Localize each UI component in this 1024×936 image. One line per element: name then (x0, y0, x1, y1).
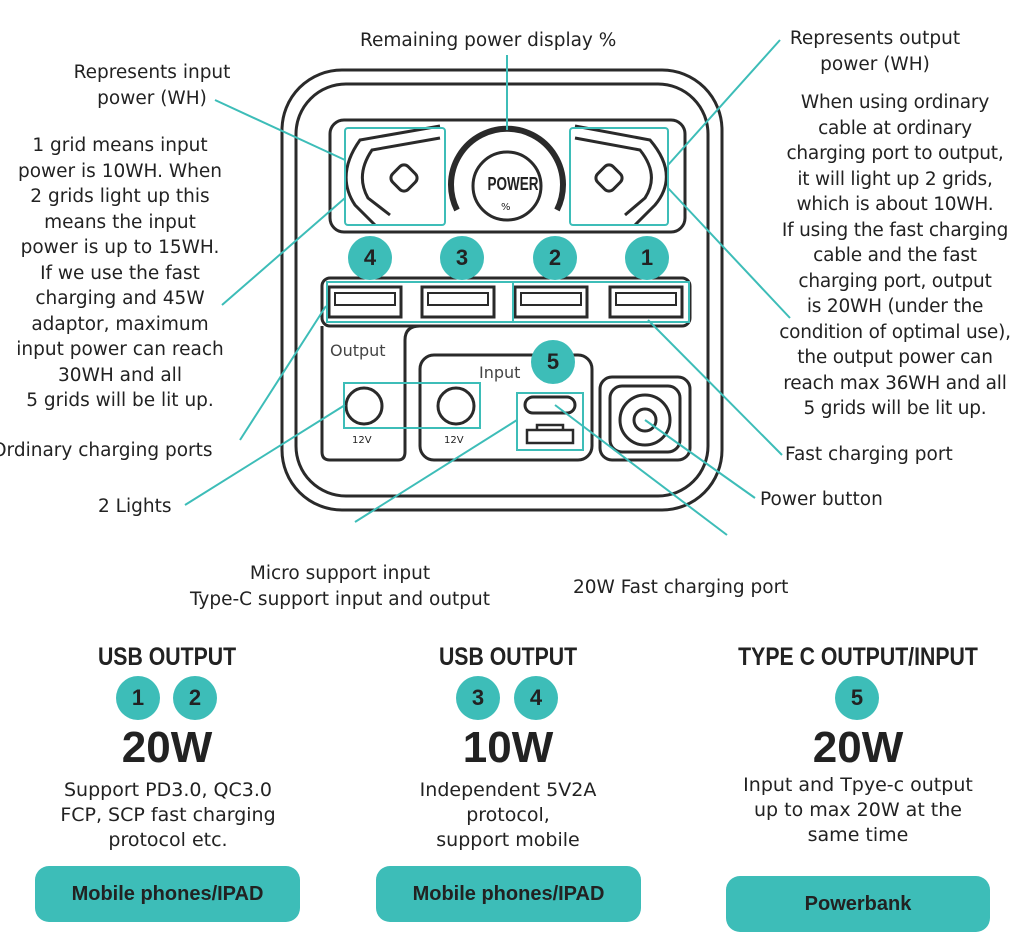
card-1-mobile-phones-button[interactable]: Mobile phones/IPAD (35, 866, 300, 922)
input-power-callout: Represents input power (WH) (52, 60, 252, 111)
input-description: 1 grid means input power is 10WH. When 2… (0, 133, 240, 414)
micro-usb-port (525, 423, 575, 445)
callout-line: Represents output (789, 28, 961, 49)
usb-port-3 (420, 285, 496, 319)
desc-line: is 20WH (under the (806, 296, 984, 317)
desc-line: 1 grid means input (32, 135, 208, 156)
output-label: Output (330, 341, 386, 360)
port-badge-2: 2 (533, 236, 577, 280)
desc-line: up to max 20W at the (753, 799, 962, 821)
input-label: Input (479, 363, 521, 382)
desc-line: If we use the fast (40, 262, 200, 284)
output-panel (320, 324, 421, 462)
desc-line: FCP, SCP fast charging (60, 804, 276, 826)
desc-line: 5 grids will be lit up. (803, 398, 987, 419)
card-2-badge-4: 4 (514, 676, 558, 720)
callout-line: Represents input (73, 62, 231, 83)
output-description: When using ordinary cable at ordinary ch… (760, 90, 1024, 422)
desc-line: cable and the fast (813, 245, 977, 266)
desc-line: 30WH and all (58, 364, 182, 386)
port-badge-3: 3 (440, 236, 484, 280)
card-2-watt: 10W (462, 723, 554, 772)
desc-line: condition of optimal use), (779, 321, 1011, 343)
fast-20w-callout: 20W Fast charging port (573, 577, 789, 598)
output-gauge (574, 124, 668, 227)
ordinary-ports-callout: Ordinary charging ports (0, 440, 213, 461)
output-gauge-icon (594, 163, 624, 193)
desc-line: which is about 10WH. (796, 194, 994, 215)
device-illustration (184, 39, 791, 536)
input-panel (418, 353, 594, 462)
dc-voltage-right: 12V (444, 435, 464, 446)
typec-port (523, 395, 577, 415)
desc-line: power is 10WH. When (17, 160, 223, 182)
desc-line: When using ordinary (800, 92, 990, 113)
port-badge-1: 1 (625, 236, 669, 280)
power-dial-label: POWER (487, 174, 539, 194)
card-2-title: USB OUTPUT (438, 643, 578, 671)
callout-line: power (WH) (820, 53, 930, 75)
fast-charging-port-housing (598, 375, 692, 462)
fast-port-callout: Fast charging port (785, 444, 953, 465)
desc-line: means the input (44, 211, 196, 233)
port-badge-5: 5 (531, 340, 575, 384)
desc-line: Input and Tpye-c output (743, 774, 973, 796)
desc-line: it will light up 2 grids, (797, 168, 993, 190)
card-2-badge-3: 3 (456, 676, 500, 720)
desc-line: same time (807, 824, 909, 846)
desc-line: cable at ordinary (818, 117, 972, 139)
desc-line: protocol etc. (108, 829, 228, 851)
input-gauge (344, 124, 441, 227)
card-1-badge-2: 2 (173, 676, 217, 720)
device-inner-frame (294, 82, 710, 498)
dc-voltage-left: 12V (352, 435, 372, 446)
usb-port-1 (608, 285, 684, 319)
desc-line: Independent 5V2A (419, 779, 597, 801)
desc-line: power is up to 15WH. (20, 237, 220, 258)
desc-line: adaptor, maximum (31, 313, 209, 335)
card-2-description: Independent 5V2A protocol, support mobil… (348, 778, 668, 853)
desc-line: 2 grids light up this (30, 186, 210, 207)
card-3-powerbank-button[interactable]: Powerbank (726, 876, 990, 932)
usb-port-strip (320, 276, 692, 328)
callout-line: Micro support input (249, 563, 431, 584)
device-outer-frame (280, 68, 724, 512)
power-button-callout: Power button (760, 489, 883, 510)
callout-line: Type-C support input and output (189, 588, 491, 610)
card-1-title: USB OUTPUT (97, 643, 237, 671)
desc-line: If using the fast charging (781, 219, 1009, 241)
card-3-title: TYPE C OUTPUT/INPUT (738, 643, 978, 671)
dc-port-left (344, 386, 384, 426)
desc-line: protocol, (466, 804, 550, 826)
card-2-mobile-phones-button[interactable]: Mobile phones/IPAD (376, 866, 641, 922)
desc-line: Support PD3.0, QC3.0 (64, 779, 272, 801)
usb-port-4 (327, 285, 403, 319)
micro-typec-callout: Micro support input Type-C support input… (160, 561, 520, 612)
usb-port-2 (513, 285, 589, 319)
desc-line: the output power can (797, 347, 993, 368)
remaining-power-callout: Remaining power display % (360, 30, 617, 51)
output-power-callout: Represents output power (WH) (775, 26, 975, 77)
desc-line: charging port to output, (786, 143, 1004, 164)
desc-line: input power can reach (16, 339, 224, 360)
dc-port-right (436, 386, 476, 426)
card-1-badge-1: 1 (116, 676, 160, 720)
lights-callout: 2 Lights (98, 496, 172, 517)
card-3-badge-5: 5 (835, 676, 879, 720)
power-dial-percent: % (501, 202, 511, 213)
card-3-description: Input and Tpye-c output up to max 20W at… (698, 773, 1018, 848)
desc-line: 5 grids will be lit up. (26, 390, 214, 411)
port-badge-4: 4 (348, 236, 392, 280)
input-gauge-icon (389, 163, 419, 193)
callout-line: power (WH) (97, 87, 207, 109)
desc-line: support mobile (436, 829, 580, 851)
card-1-description: Support PD3.0, QC3.0 FCP, SCP fast charg… (8, 778, 328, 853)
desc-line: charging and 45W (35, 288, 205, 309)
power-dial (471, 150, 543, 222)
desc-line: charging port, output (798, 270, 992, 292)
card-1-watt: 20W (121, 723, 213, 772)
power-button[interactable] (618, 393, 672, 447)
desc-line: reach max 36WH and all (783, 372, 1007, 394)
card-3-watt: 20W (812, 723, 904, 772)
